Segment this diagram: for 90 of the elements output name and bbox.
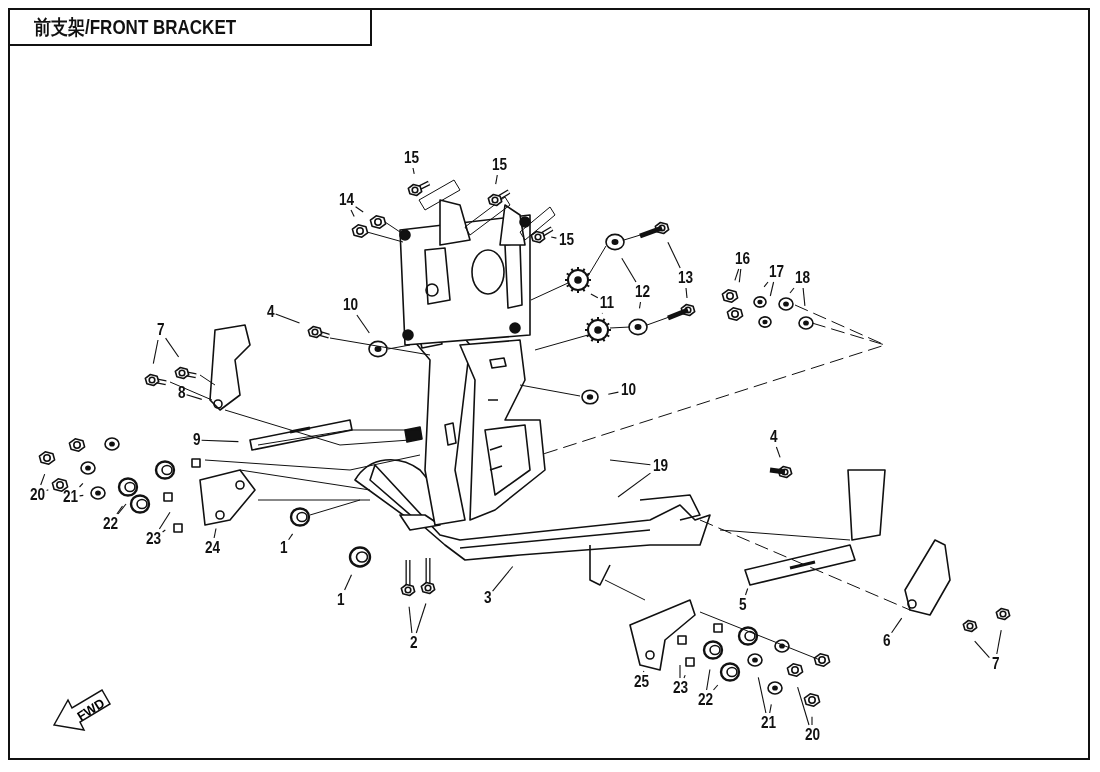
leader-line: [638, 301, 642, 309]
leader-line: [116, 505, 124, 515]
callout-number: 16: [734, 250, 750, 268]
leader-line: [763, 281, 769, 288]
callout-number: 5: [738, 596, 746, 614]
leader-line: [158, 511, 171, 530]
callout-number: 25: [633, 673, 649, 691]
leader-line: [738, 268, 742, 283]
leader-line: [775, 446, 781, 458]
leader-line: [152, 339, 159, 365]
callout-number: 4: [266, 303, 274, 321]
leader-line: [811, 716, 813, 726]
leader-line: [797, 686, 810, 726]
leader-line: [46, 489, 49, 492]
callout-number: 14: [338, 191, 354, 209]
callout-number: 15: [558, 231, 574, 249]
leader-line: [344, 574, 353, 591]
leader-line: [667, 241, 681, 269]
callout-number: 9: [192, 431, 200, 449]
callout-number: 22: [697, 691, 713, 709]
callout-number: 13: [677, 269, 693, 287]
callout-number: 24: [204, 539, 220, 557]
leader-line: [802, 287, 806, 307]
callout-number: 20: [29, 486, 45, 504]
leader-line: [213, 527, 217, 539]
leader-line: [275, 313, 301, 324]
leader-line: [974, 640, 990, 659]
callout-number: 18: [794, 269, 810, 287]
callout-number: 10: [342, 296, 358, 314]
leader-line: [356, 314, 370, 334]
callout-number: 4: [769, 428, 777, 446]
leader-line: [621, 257, 637, 283]
leader-line: [712, 684, 719, 691]
leader-line: [642, 670, 645, 673]
leader-line: [165, 337, 180, 358]
leader-line: [78, 482, 84, 488]
leader-line: [734, 268, 740, 281]
leader-line: [609, 459, 651, 466]
callout-number: 8: [177, 384, 185, 402]
callout-number: 15: [491, 156, 507, 174]
leader-line: [769, 703, 772, 714]
leader-line: [996, 629, 1002, 655]
callout-number: 11: [599, 294, 615, 312]
leader-line: [40, 473, 46, 486]
callout-number: 20: [804, 726, 820, 744]
leader-line: [683, 674, 686, 679]
leader-line: [607, 391, 619, 395]
callout-number: 19: [652, 457, 668, 475]
callout-number: 6: [882, 632, 890, 650]
callout-number: 17: [768, 263, 784, 281]
leader-line: [412, 167, 415, 175]
leader-line: [757, 676, 767, 714]
callout-number: 1: [336, 591, 344, 609]
callout-number: 2: [409, 634, 417, 652]
leader-line: [79, 494, 84, 497]
leader-line: [495, 174, 498, 185]
callout-number: 10: [620, 381, 636, 399]
callout-number: 21: [62, 488, 78, 506]
callout-number: 23: [145, 530, 161, 548]
leader-line: [408, 606, 413, 634]
callout-number: 21: [760, 714, 776, 732]
leader-line: [617, 472, 651, 498]
leader-line: [415, 602, 427, 634]
callout-number: 3: [483, 589, 491, 607]
leader-line: [550, 236, 557, 239]
leader-line: [288, 533, 294, 541]
callout-number: 7: [156, 321, 164, 339]
callout-number: 23: [672, 679, 688, 697]
leader-line: [350, 209, 355, 217]
leader-line: [590, 293, 599, 299]
direction-label: FWD: [74, 695, 108, 724]
callout-number: 22: [102, 515, 118, 533]
leader-line: [685, 287, 688, 299]
callout-number: 1: [279, 539, 287, 557]
leader-line: [492, 565, 514, 592]
leader-line: [679, 664, 681, 679]
leader-line: [744, 587, 749, 596]
leader-line: [355, 206, 364, 213]
leader-line: [789, 287, 795, 294]
leader-line: [186, 394, 203, 400]
leader-line: [706, 668, 711, 691]
callout-number: 7: [991, 655, 999, 673]
leader-line: [117, 503, 127, 515]
callout-number: 15: [403, 149, 419, 167]
leader-line: [162, 529, 166, 533]
leader-line: [769, 281, 775, 297]
callout-number: 12: [634, 283, 650, 301]
diagram-title: 前支架/FRONT BRACKET: [34, 15, 237, 40]
leader-line: [201, 439, 239, 443]
leader-line: [891, 617, 903, 634]
